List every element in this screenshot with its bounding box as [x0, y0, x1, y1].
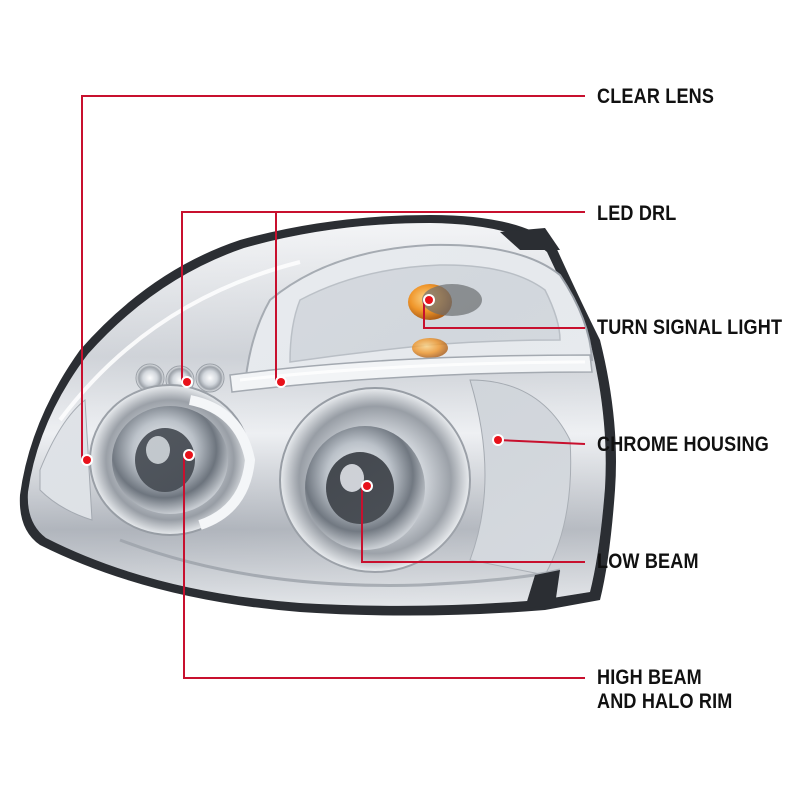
label-high-beam: HIGH BEAM — [597, 666, 702, 689]
callout-dot-clear-lens — [83, 456, 91, 464]
callout-lines — [81, 95, 586, 679]
callout-dot-high-beam-and-halo-rim — [185, 451, 193, 459]
callout-line-chrome-housing — [497, 439, 586, 445]
callout-dots — [81, 294, 504, 492]
callout-dot-low-beam — [363, 482, 371, 490]
label-low-beam: LOW BEAM — [597, 550, 699, 573]
callout-dot-chrome-housing — [494, 436, 502, 444]
callout-dot-led-drl — [183, 378, 191, 386]
label-turn-signal-light: TURN SIGNAL LIGHT — [597, 316, 783, 339]
callout-dot-led-drl-1 — [277, 378, 285, 386]
callout-line-low-beam — [361, 486, 585, 563]
callout-line-clear-lens — [81, 95, 585, 460]
callout-line-led-drl — [181, 211, 585, 382]
callout-line-turn-signal-light — [423, 300, 585, 329]
label-clear-lens: CLEAR LENS — [597, 85, 715, 108]
label-chrome-housing: CHROME HOUSING — [597, 433, 769, 456]
label-led-drl: LED DRL — [597, 202, 677, 225]
label-and-halo-rim: AND HALO RIM — [597, 690, 733, 713]
headlight-body — [19, 215, 617, 616]
callout-line-high-beam-and-halo-rim — [183, 455, 585, 679]
callout-dot-turn-signal-light — [425, 296, 433, 304]
